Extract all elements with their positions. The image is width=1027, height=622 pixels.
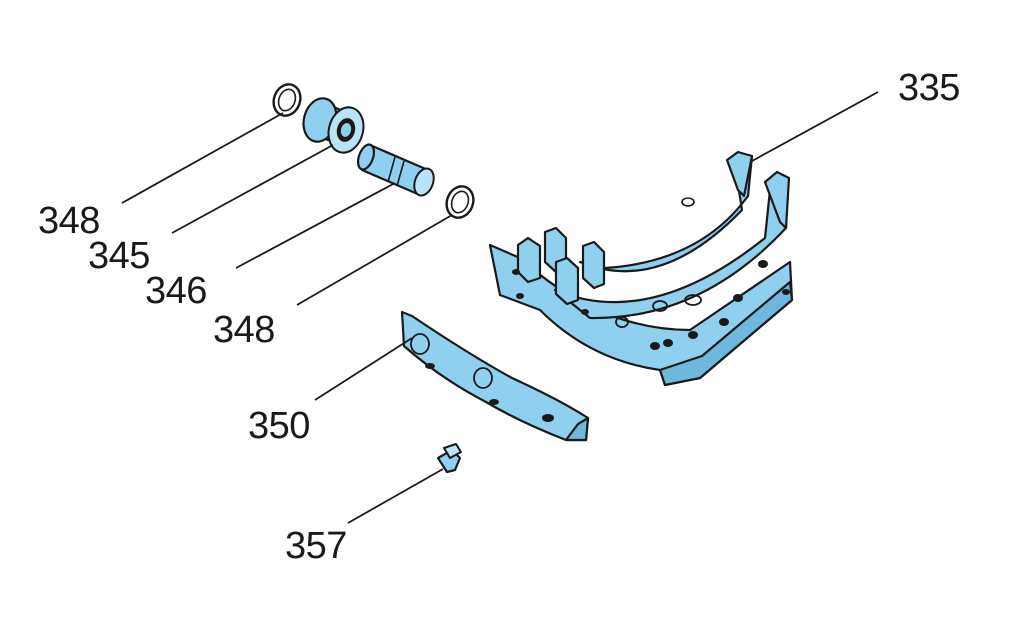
callout-350: 350	[248, 405, 310, 447]
callout-357: 357	[285, 525, 347, 567]
rivet	[436, 443, 462, 474]
retaining-ring-upper	[272, 83, 302, 117]
leader-348-lower	[296, 214, 453, 306]
leader-346	[235, 182, 396, 269]
lining-block	[400, 310, 590, 442]
leader-335	[751, 91, 879, 162]
callout-346: 346	[145, 270, 207, 312]
callout-345: 345	[88, 235, 150, 277]
leader-348-upper	[121, 112, 284, 204]
leader-345	[171, 144, 334, 234]
leader-350	[314, 337, 413, 401]
retaining-ring-lower	[445, 185, 475, 219]
leader-357	[347, 468, 444, 524]
callout-348-upper: 348	[38, 200, 100, 242]
callout-335: 335	[898, 67, 960, 109]
callout-348-lower: 348	[213, 309, 275, 351]
brake-shoe	[488, 150, 794, 387]
roller-bushing	[302, 97, 365, 154]
pivot-pin	[356, 143, 435, 197]
